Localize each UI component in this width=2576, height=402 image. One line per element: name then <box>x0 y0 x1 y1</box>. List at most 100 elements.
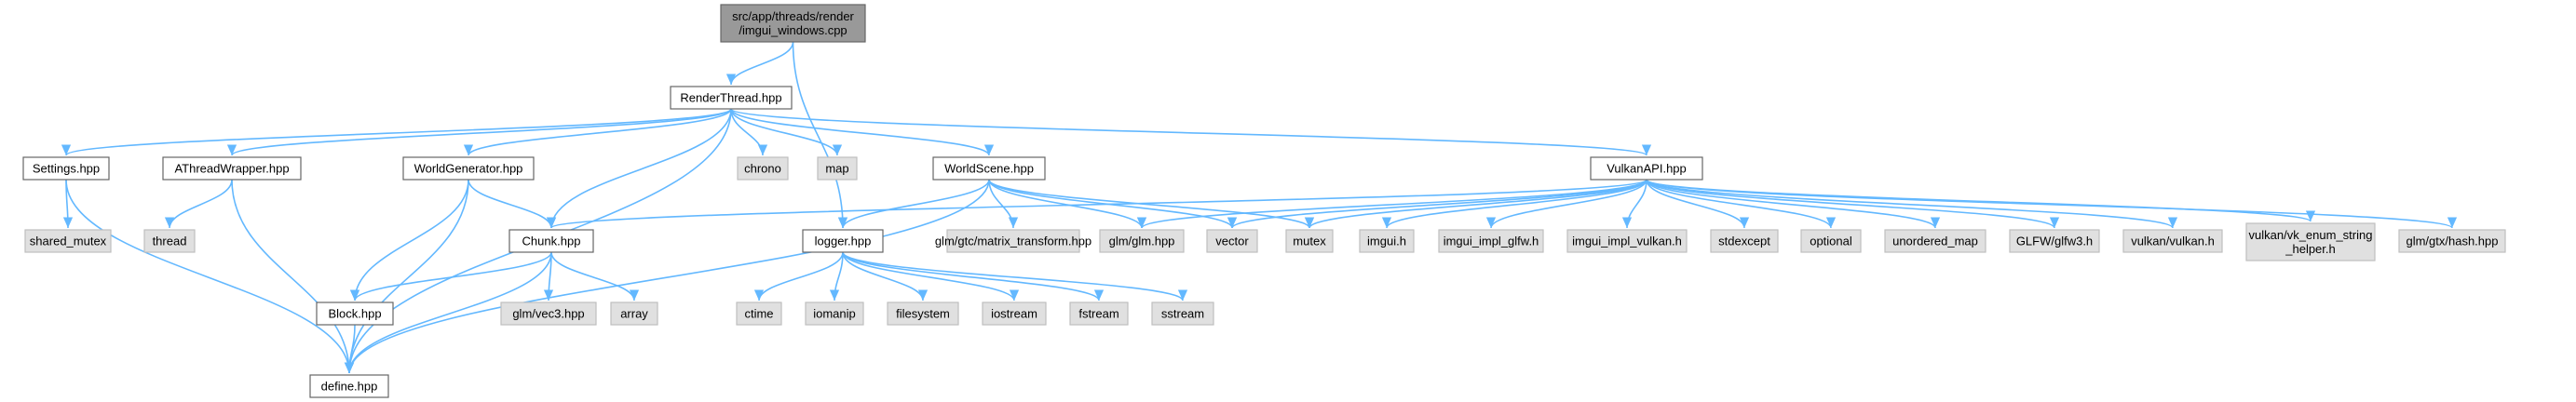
node-box <box>1884 229 1986 253</box>
edge-chunk-to-array <box>550 251 640 302</box>
edge-renderthread-to-map <box>730 108 843 156</box>
node-chrono: chrono <box>737 156 789 181</box>
node-root[interactable]: src/app/threads/render/imgui_windows.cpp <box>720 4 866 43</box>
edge-vulkanapi-to-vulkan_h <box>1646 179 2177 229</box>
node-label: AThreadWrapper.hpp <box>174 162 289 176</box>
node-box <box>1800 229 1862 253</box>
node-label: define.hpp <box>321 380 378 394</box>
edge-renderthread-to-worldscene <box>730 108 994 156</box>
node-label: thread <box>153 234 187 248</box>
node-label: filesystem <box>896 307 950 321</box>
node-label: sstream <box>1161 307 1204 321</box>
edge-worldgenerator-to-block <box>349 179 469 302</box>
edge-vulkanapi-to-glm_hash <box>1646 179 2457 229</box>
node-define[interactable]: define.hpp <box>309 374 389 398</box>
node-box <box>1069 302 1129 326</box>
node-map: map <box>817 156 858 181</box>
edge-vulkanapi-to-imgui_glfw <box>1485 179 1647 229</box>
node-box <box>720 4 866 43</box>
edge-vulkanapi-to-optional <box>1646 179 1837 229</box>
node-label: _helper.h <box>2285 242 2336 256</box>
node-box <box>309 374 389 398</box>
node-block[interactable]: Block.hpp <box>316 302 394 326</box>
node-filesystem: filesystem <box>887 302 959 326</box>
node-iomanip: iomanip <box>805 302 864 326</box>
edge-worldscene-to-glm_glm <box>988 179 1147 229</box>
edges-layer <box>61 41 2457 374</box>
node-vector: vector <box>1206 229 1258 253</box>
node-box <box>143 229 196 253</box>
node-box <box>1151 302 1214 326</box>
node-label: vulkan/vk_enum_string <box>2249 228 2373 242</box>
node-label: mutex <box>1293 234 1326 248</box>
edge-logger-to-sstream <box>842 251 1187 302</box>
edge-worldgenerator-to-define <box>344 179 469 374</box>
edge-renderthread-to-chunk <box>546 108 732 229</box>
node-worldscene[interactable]: WorldScene.hpp <box>932 156 1046 181</box>
node-sstream: sstream <box>1151 302 1214 326</box>
edge-vulkanapi-to-chunk <box>547 179 1647 229</box>
node-label: imgui.h <box>1367 234 1406 248</box>
edge-worldscene-to-mutex <box>988 179 1314 229</box>
node-label: glm/glm.hpp <box>1109 234 1175 248</box>
node-label: map <box>825 162 848 176</box>
node-box <box>805 302 864 326</box>
node-box <box>982 302 1047 326</box>
node-box <box>2122 229 2223 253</box>
node-box <box>1099 229 1185 253</box>
edge-logger-to-fstream <box>842 251 1104 302</box>
node-logger[interactable]: logger.hpp <box>802 229 884 253</box>
node-vulkanapi[interactable]: VulkanAPI.hpp <box>1590 156 1703 181</box>
edge-worldscene-to-logger <box>837 179 990 229</box>
edge-vulkanapi-to-vector <box>1227 179 1647 229</box>
node-label: Chunk.hpp <box>522 234 581 248</box>
node-imgui-vulkan: imgui_impl_vulkan.h <box>1566 229 1688 253</box>
node-label: iostream <box>991 307 1037 321</box>
node-box <box>1359 229 1415 253</box>
node-box <box>22 156 110 181</box>
node-settings[interactable]: Settings.hpp <box>22 156 110 181</box>
nodes-layer: src/app/threads/render/imgui_windows.cpp… <box>22 4 2506 398</box>
node-array: array <box>610 302 658 326</box>
node-box <box>610 302 658 326</box>
node-box <box>670 86 793 110</box>
edge-renderthread-to-settings <box>61 108 732 156</box>
node-glm-glm: glm/glm.hpp <box>1099 229 1185 253</box>
node-box <box>946 229 1080 253</box>
node-label: /imgui_windows.cpp <box>739 23 847 37</box>
node-box <box>1206 229 1258 253</box>
edge-vulkanapi-to-glm_glm <box>1137 179 1647 229</box>
node-box <box>316 302 394 326</box>
node-box <box>2009 229 2100 253</box>
edge-vulkanapi-to-unordered_map <box>1646 179 1940 229</box>
node-label: glm/gtx/hash.hpp <box>2406 234 2498 248</box>
node-box <box>2245 222 2376 261</box>
node-label: Settings.hpp <box>33 162 100 176</box>
edge-chunk-to-define <box>344 251 552 374</box>
node-glm-matrix: glm/gtc/matrix_transform.hpp <box>935 229 1091 253</box>
edge-vulkanapi-to-stdexcept <box>1646 179 1750 229</box>
node-label: WorldGenerator.hpp <box>414 162 523 176</box>
node-chunk[interactable]: Chunk.hpp <box>508 229 594 253</box>
node-glm-hash: glm/gtx/hash.hpp <box>2398 229 2506 253</box>
node-stdexcept: stdexcept <box>1710 229 1779 253</box>
node-imgui-glfw: imgui_impl_glfw.h <box>1438 229 1544 253</box>
edge-athreadwrapper-to-define <box>231 179 355 374</box>
node-label: glm/vec3.hpp <box>512 307 584 321</box>
edge-renderthread-to-vulkanapi <box>730 108 1651 156</box>
node-box <box>802 229 884 253</box>
node-vulkan-h: vulkan/vulkan.h <box>2122 229 2223 253</box>
node-label: logger.hpp <box>815 234 872 248</box>
edge-worldgenerator-to-chunk <box>468 179 557 229</box>
node-renderthread[interactable]: RenderThread.hpp <box>670 86 793 110</box>
edge-athreadwrapper-to-thread <box>164 179 233 229</box>
node-athreadwrapper[interactable]: AThreadWrapper.hpp <box>162 156 302 181</box>
edge-renderthread-to-chrono <box>730 108 768 156</box>
node-label: optional <box>1810 234 1852 248</box>
node-iostream: iostream <box>982 302 1047 326</box>
edge-vulkanapi-to-imgui <box>1382 179 1647 229</box>
node-label: glm/gtc/matrix_transform.hpp <box>935 234 1091 248</box>
node-shared-mutex: shared_mutex <box>24 229 112 253</box>
node-worldgenerator[interactable]: WorldGenerator.hpp <box>402 156 535 181</box>
